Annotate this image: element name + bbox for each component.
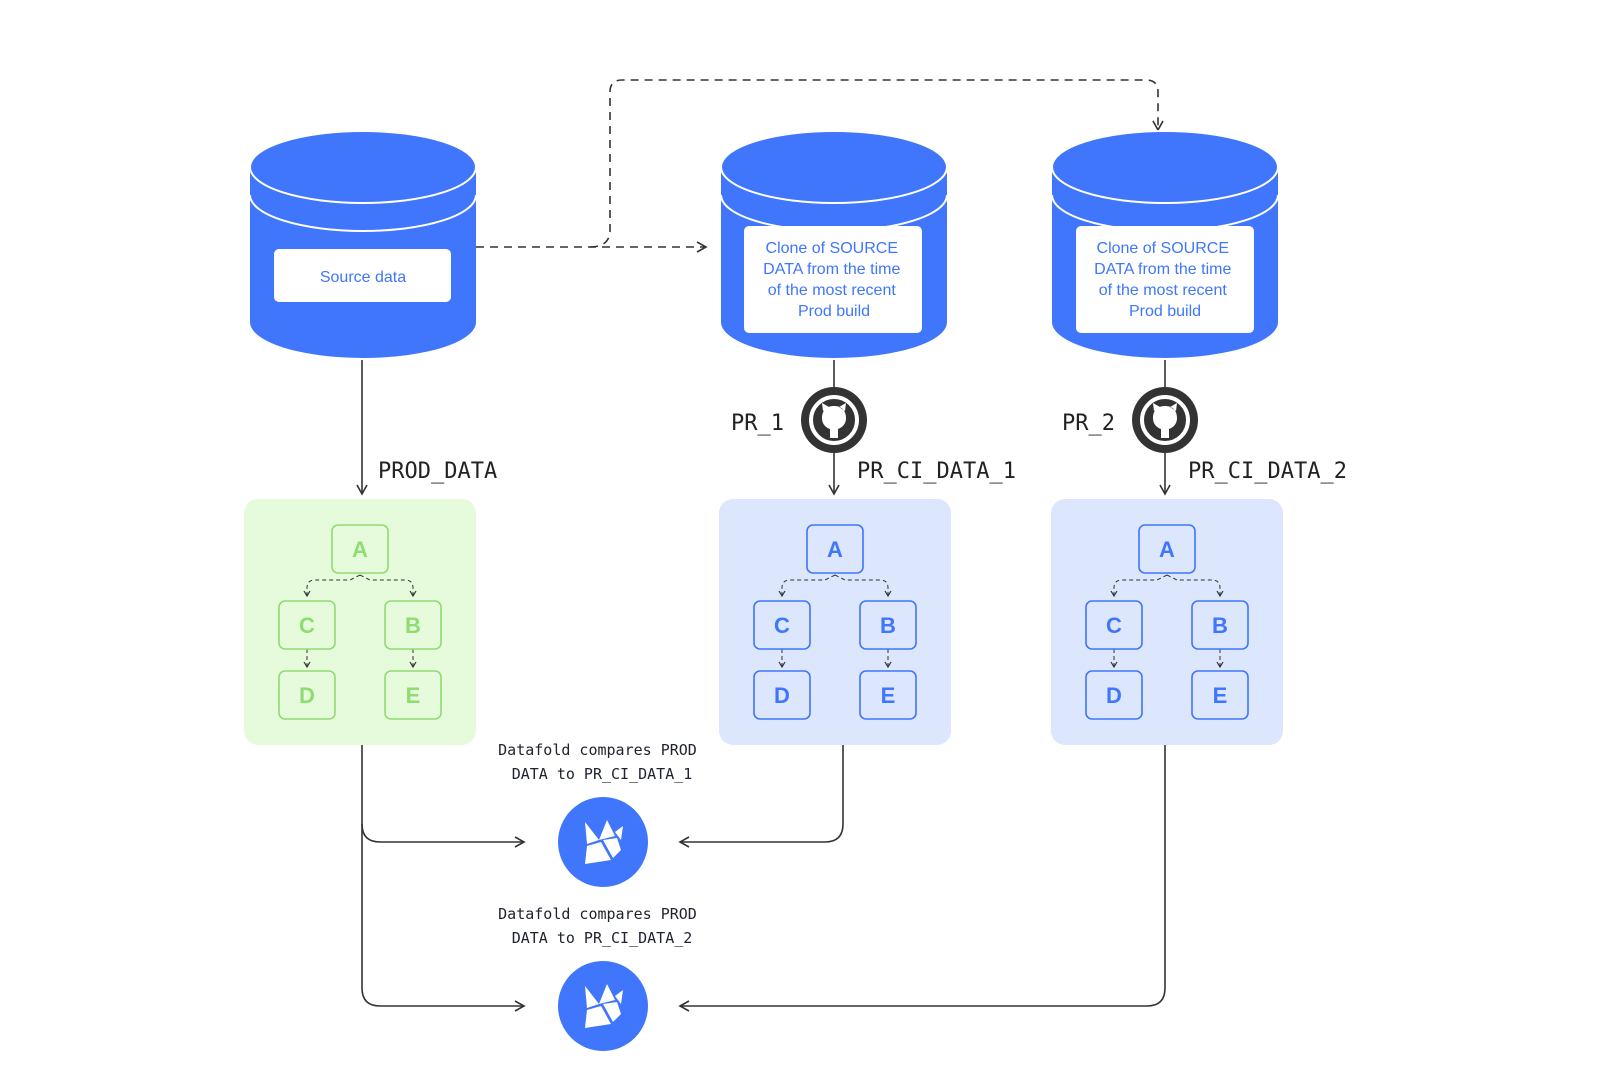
datafold-logo-icon (558, 961, 648, 1051)
dag-prod: A C B D E (244, 499, 476, 745)
source-data-label: Source data (320, 269, 406, 286)
clone-2-label-box (1076, 226, 1254, 333)
pr-1-label: PR_1 (731, 411, 784, 436)
dag-node-d-label: D (774, 683, 790, 708)
dag-node-d (1085, 670, 1143, 720)
pr-ci-data-1-label: PR_CI_DATA_1 (857, 459, 1016, 484)
arrow-pr1-to-compare-1 (678, 745, 844, 848)
dag-node-c-label: C (774, 613, 790, 638)
datafold-logo-icon (558, 797, 648, 887)
connectors (356, 79, 1171, 1012)
comparison-2-caption: Datafold compares PROD DATA to PR_CI_DAT… (498, 905, 706, 947)
arrow-prod-to-compare-1 (361, 745, 526, 848)
arrow-pr2-to-compare-2 (678, 745, 1166, 1012)
pr-ci-data-2-label: PR_CI_DATA_2 (1188, 459, 1347, 484)
clone-1-label-box (744, 226, 922, 333)
dag-pr-1: A C B D E (719, 499, 951, 745)
dag-node-b (384, 600, 442, 650)
github-icon (1132, 387, 1198, 453)
dag-node-a (1138, 524, 1196, 574)
dag-node-b-label: B (405, 613, 421, 638)
dag-node-a (806, 524, 864, 574)
database-clone-1: Clone of SOURCE DATA from the time of th… (720, 130, 948, 358)
dag-node-e (859, 670, 917, 720)
dag-node-b-label: B (880, 613, 896, 638)
dag-node-e-label: E (406, 683, 421, 708)
dag-node-d (753, 670, 811, 720)
arrow-prod-to-compare-2 (361, 824, 526, 1012)
github-icon (801, 387, 867, 453)
dashed-arrow-source-to-clone-2 (589, 79, 1164, 248)
dag-node-b (1191, 600, 1249, 650)
clone-1-label: Clone of SOURCE DATA from the time of th… (763, 240, 905, 320)
dag-node-c-label: C (299, 613, 315, 638)
dag-pr-2: A C B D E (1051, 499, 1283, 745)
source-data-label-box (274, 249, 451, 302)
dag-node-a-label: A (352, 537, 368, 562)
dag-node-b-label: B (1212, 613, 1228, 638)
dag-node-b (859, 600, 917, 650)
dag-node-c (753, 600, 811, 650)
dag-node-d-label: D (299, 683, 315, 708)
dag-node-c (278, 600, 336, 650)
dag-node-a-label: A (827, 537, 843, 562)
database-source: Source data (249, 130, 477, 358)
dag-node-d-label: D (1106, 683, 1122, 708)
dag-node-e (1191, 670, 1249, 720)
dag-node-a-label: A (1159, 537, 1175, 562)
pr-2-label: PR_2 (1062, 411, 1115, 436)
dag-node-c-label: C (1106, 613, 1122, 638)
clone-2-label: Clone of SOURCE DATA from the time of th… (1094, 240, 1236, 320)
dag-node-a (331, 524, 389, 574)
comparison-1-caption: Datafold compares PROD DATA to PR_CI_DAT… (498, 741, 706, 783)
dag-node-c (1085, 600, 1143, 650)
dag-node-e (384, 670, 442, 720)
dag-node-e-label: E (1213, 683, 1228, 708)
prod-data-label: PROD_DATA (378, 459, 497, 484)
database-clone-2: Clone of SOURCE DATA from the time of th… (1051, 130, 1279, 358)
dag-node-d (278, 670, 336, 720)
dag-node-e-label: E (881, 683, 896, 708)
